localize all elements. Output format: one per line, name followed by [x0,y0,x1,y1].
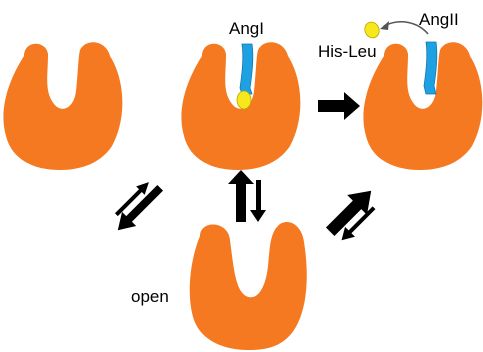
equilibrium-arrows-middle [228,170,266,222]
enzyme-angii-bound [363,42,482,170]
his-leu-fragment-released [362,20,381,40]
equilibrium-arrows-right [320,181,386,247]
enzyme-open [190,222,307,350]
release-arrowhead [380,21,389,30]
enzyme-closed-empty [3,42,122,170]
label-angii: AngII [419,10,459,29]
catalysis-arrow [318,92,360,120]
equilibrium-arrows-left [105,175,167,237]
angi-peptide [240,44,253,94]
angii-peptide [424,42,437,94]
label-his-leu: His-Leu [318,42,377,61]
label-open: open [131,287,169,306]
label-angi: AngI [229,19,264,38]
his-leu-fragment-attached [237,91,251,109]
